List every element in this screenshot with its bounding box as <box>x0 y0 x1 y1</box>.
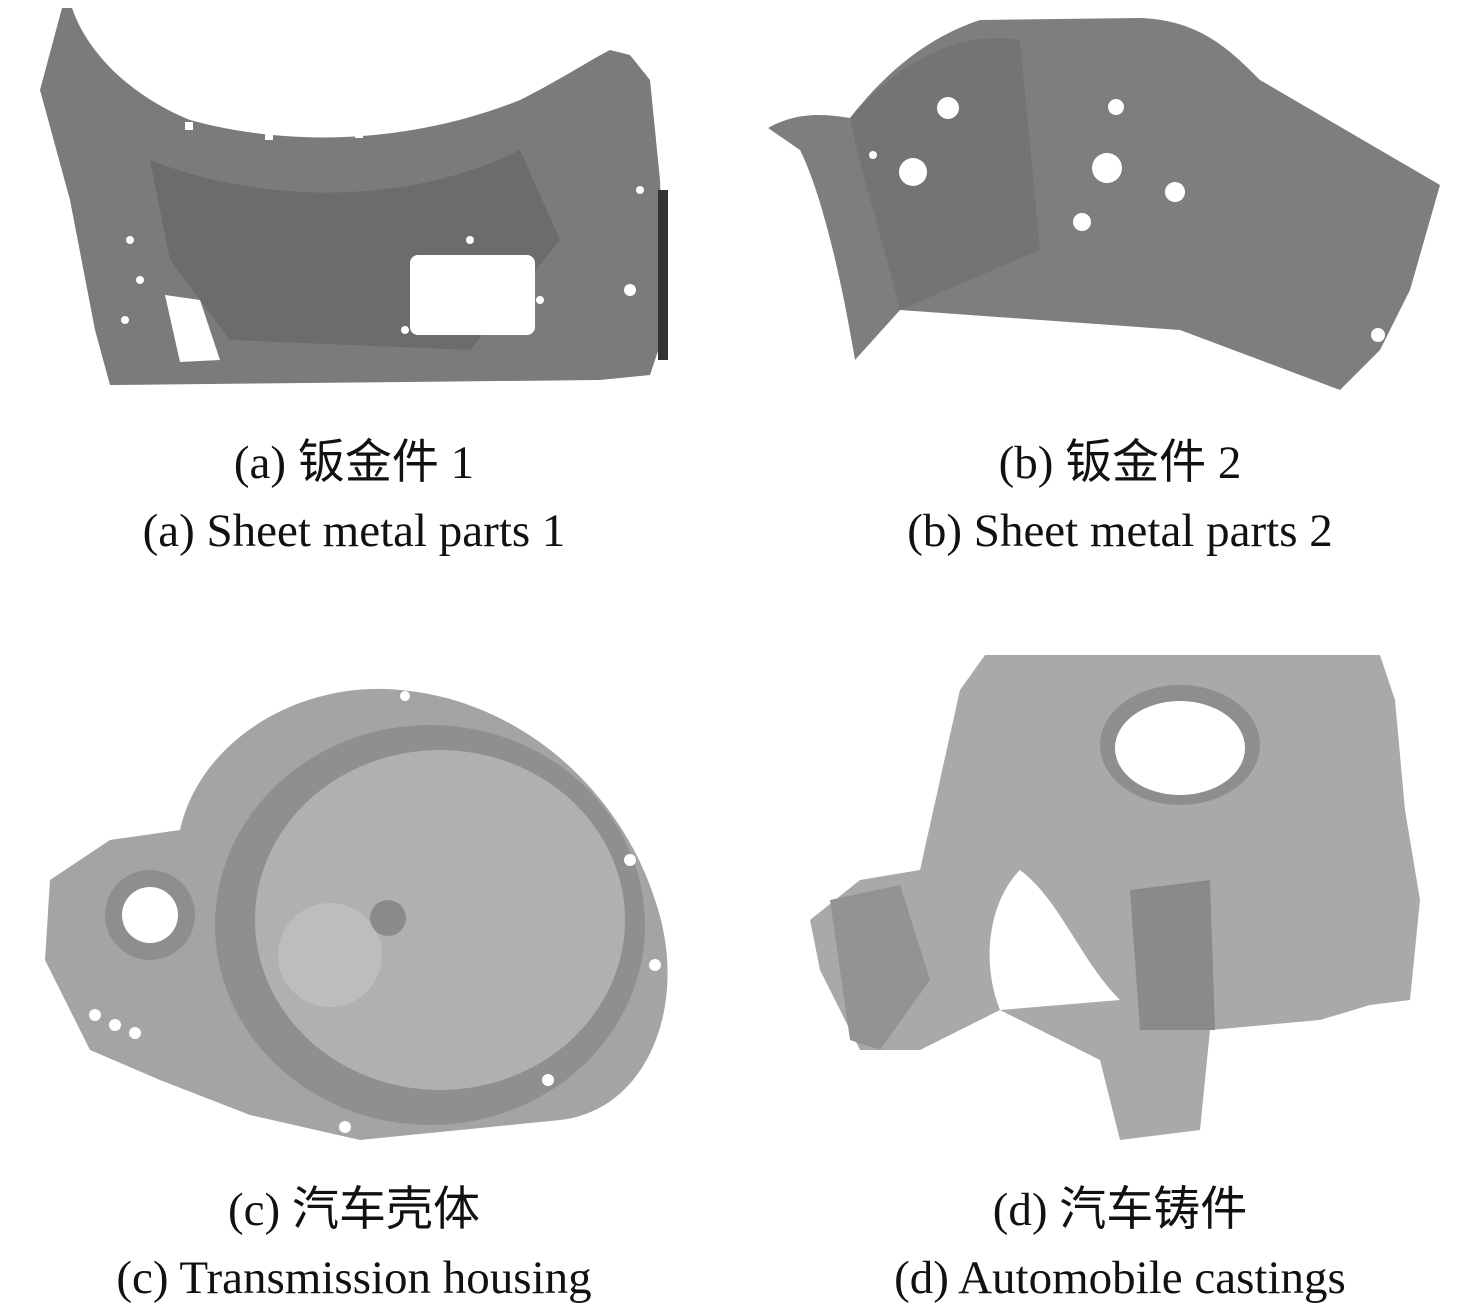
sheet-metal-part-2-image <box>768 18 1440 390</box>
caption-d-chinese: (d) 汽车铸件 <box>992 1184 1248 1236</box>
caption-a-chinese: (a) 钣金件 1 <box>233 437 475 489</box>
transmission-housing-image <box>45 688 668 1140</box>
caption-a-english: (a) Sheet metal parts 1 <box>142 505 566 557</box>
caption-b-english: (b) Sheet metal parts 2 <box>907 505 1333 557</box>
automobile-casting-image <box>810 655 1420 1140</box>
caption-d-english: (d) Automobile castings <box>894 1252 1346 1304</box>
sheet-metal-part-1-image <box>40 8 668 385</box>
caption-c-english: (c) Transmission housing <box>116 1252 592 1304</box>
caption-b-chinese: (b) 钣金件 2 <box>998 437 1242 489</box>
caption-c-chinese: (c) 汽车壳体 <box>228 1184 480 1236</box>
